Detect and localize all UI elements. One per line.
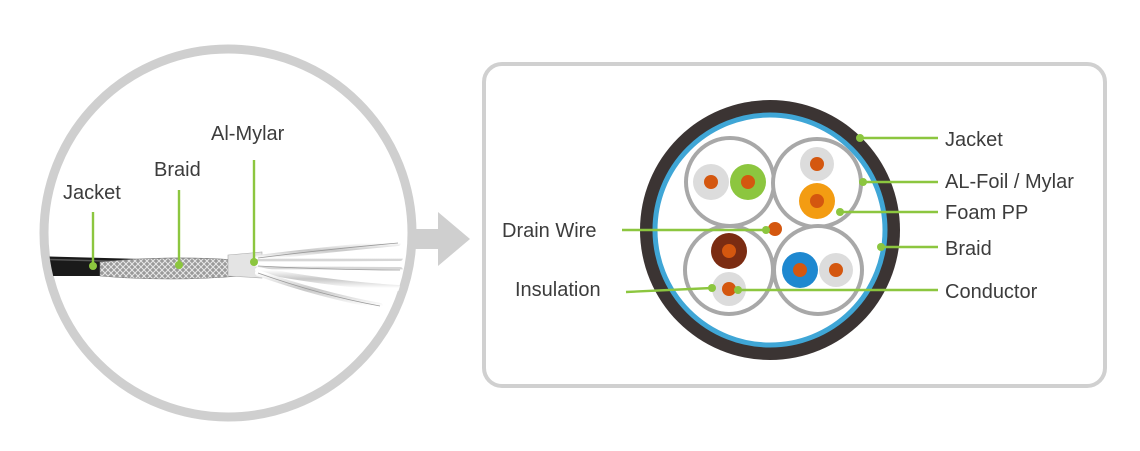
cross-section-leaders bbox=[622, 134, 938, 294]
label-braid-left: Braid bbox=[154, 159, 201, 181]
pair-orange bbox=[771, 137, 863, 229]
cable-photo bbox=[48, 240, 403, 309]
label-al-mylar-left: Al-Mylar bbox=[211, 123, 285, 145]
pair-green bbox=[684, 136, 776, 228]
label-jacket-left: Jacket bbox=[63, 182, 121, 204]
label-insulation: Insulation bbox=[515, 279, 601, 301]
label-jacket: Jacket bbox=[945, 129, 1003, 151]
magnifier-lens bbox=[39, 44, 417, 422]
pair-brown bbox=[683, 224, 775, 316]
cable-braid bbox=[99, 257, 241, 280]
left-leaders bbox=[89, 160, 258, 270]
label-drain-wire: Drain Wire bbox=[502, 220, 596, 242]
arrow-right-icon bbox=[410, 212, 470, 266]
drain-wire bbox=[768, 222, 782, 236]
pair-blue bbox=[772, 224, 864, 316]
label-conductor: Conductor bbox=[945, 281, 1038, 303]
label-al-foil-mylar: AL-Foil / Mylar bbox=[945, 171, 1074, 193]
label-braid: Braid bbox=[945, 238, 992, 260]
label-foam-pp: Foam PP bbox=[945, 202, 1028, 224]
